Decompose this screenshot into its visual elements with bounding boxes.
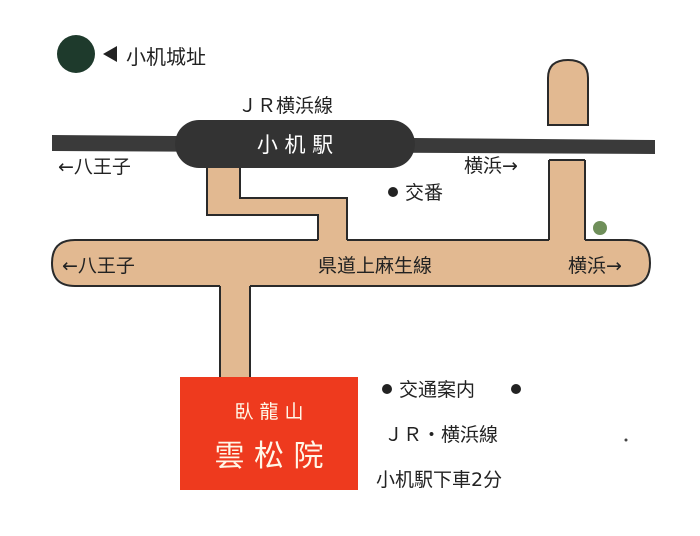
road-borders bbox=[50, 159, 652, 380]
koban-marker bbox=[388, 187, 398, 197]
road-west-street bbox=[207, 166, 240, 198]
access-bullet-right bbox=[511, 384, 521, 394]
access-bullet-left bbox=[382, 384, 392, 394]
road-arched-stub bbox=[547, 58, 589, 126]
road-prefectural bbox=[52, 240, 650, 286]
station-building bbox=[175, 120, 415, 168]
temple-name: 雲 松 院 bbox=[214, 439, 323, 474]
road-name: 県道上麻生線 bbox=[318, 255, 432, 277]
access-line: ＪＲ・横浜線 bbox=[384, 424, 498, 446]
access-heading: 交通案内 bbox=[399, 379, 475, 401]
castle-ruins-marker bbox=[57, 35, 95, 73]
castle-ruins-pointer-icon bbox=[103, 46, 117, 62]
access-directions: 小机駅下車2分 bbox=[376, 469, 502, 491]
road-east-street bbox=[549, 160, 585, 242]
koban-label: 交番 bbox=[405, 182, 443, 204]
road-station-plaza bbox=[207, 198, 347, 215]
road-to-temple bbox=[220, 284, 250, 380]
road-network bbox=[52, 58, 650, 380]
road-station-south bbox=[318, 198, 347, 242]
temple-block bbox=[180, 377, 358, 490]
railway-west-direction: ←八王子 bbox=[58, 156, 131, 178]
road-east-direction: 横浜→ bbox=[568, 255, 622, 277]
road-west-direction: ←八王子 bbox=[62, 255, 135, 277]
stray-dot bbox=[624, 438, 628, 442]
railway-east-direction: 横浜→ bbox=[464, 155, 518, 177]
station-name: 小 机 駅 bbox=[257, 133, 333, 157]
tree-icon bbox=[593, 221, 607, 235]
castle-ruins-label: 小机城址 bbox=[126, 45, 206, 69]
temple-mountain-name: 臥 龍 山 bbox=[234, 401, 303, 423]
railway-line-name: ＪＲ横浜線 bbox=[238, 95, 333, 117]
